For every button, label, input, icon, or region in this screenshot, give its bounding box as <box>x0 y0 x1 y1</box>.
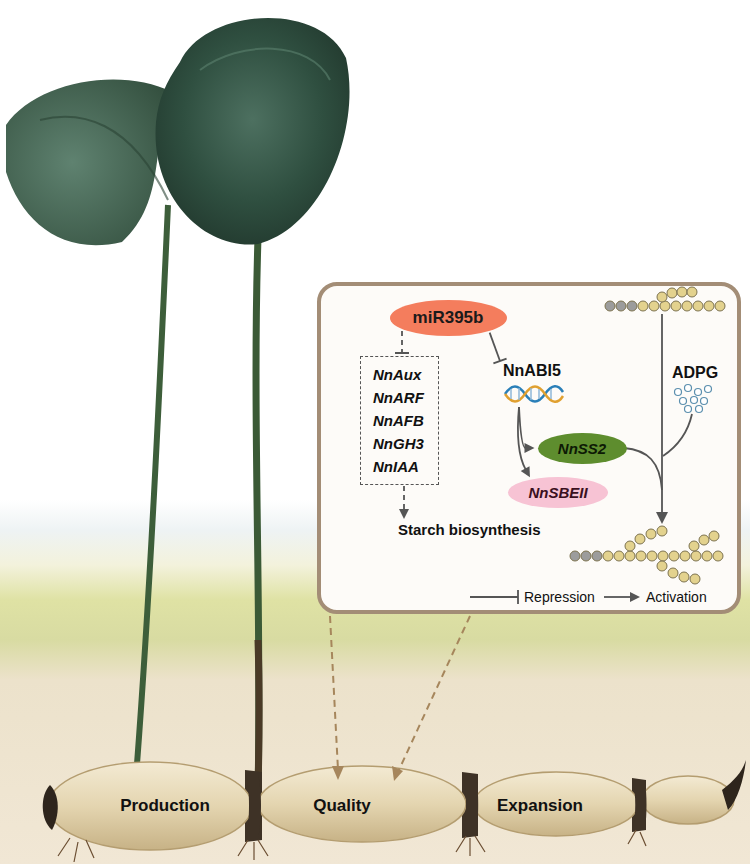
connector-line <box>490 333 500 361</box>
leaf-stem <box>135 205 168 790</box>
pathway-line <box>624 314 692 516</box>
connector <box>518 407 530 477</box>
legend-symbol <box>470 590 640 604</box>
connector-line <box>401 331 403 353</box>
process-label: Starch biosynthesis <box>398 521 543 538</box>
inset-panel <box>319 284 739 612</box>
node-text: NnARF <box>373 386 426 409</box>
leaf-vein <box>200 49 330 80</box>
node-text: NnSBEII <box>528 484 587 501</box>
pathway-arrowhead <box>656 512 668 524</box>
arrowhead <box>399 509 409 519</box>
leaf-vein <box>40 117 168 200</box>
dna-icon <box>505 386 563 402</box>
connector-line <box>519 407 526 448</box>
repression-symbol <box>470 590 518 604</box>
connector <box>519 407 535 453</box>
connector-line <box>518 407 526 469</box>
node-text: miR395b <box>413 308 484 328</box>
stage-label: Quality <box>313 796 371 816</box>
node-text: NnAFB <box>373 409 426 432</box>
roots <box>58 830 646 862</box>
gene-ellipse: NnSBEII <box>507 476 609 509</box>
activation-symbol <box>604 596 632 598</box>
node-text: NnSS2 <box>558 440 606 457</box>
leaf-stem <box>258 640 259 790</box>
connector-line <box>403 486 405 510</box>
gene-box: NnAuxNnARFNnAFBNnGH3NnIAA <box>360 356 439 485</box>
connector <box>399 486 409 519</box>
mirna-ellipse: miR395b <box>389 299 508 337</box>
adpg-molecules <box>675 385 712 413</box>
pointer-arrowhead <box>392 766 403 781</box>
connector <box>490 333 507 364</box>
glucan-chain <box>605 287 725 311</box>
node-text: NnGH3 <box>373 432 426 455</box>
lotus-leaf <box>6 79 172 245</box>
molecule-label: ADPG <box>672 364 718 382</box>
activation-arrowhead <box>630 592 640 602</box>
legend-text: Activation <box>646 589 707 605</box>
node-text: NnABI5 <box>503 362 563 380</box>
legend-text: Repression <box>524 589 595 605</box>
ellipse-fill <box>508 477 608 508</box>
arrowhead <box>521 466 530 477</box>
ellipse-fill <box>390 300 507 336</box>
ellipse-fill <box>538 433 627 464</box>
pointer-arrow <box>330 616 470 772</box>
node-text: NnAux <box>373 363 426 386</box>
node-text: Starch biosynthesis <box>398 521 543 538</box>
node-text: NnIAA <box>373 455 426 478</box>
gene-label: NnABI5 <box>503 362 563 380</box>
connector <box>395 331 409 353</box>
lotus-rhizome <box>43 760 746 850</box>
arrowhead <box>525 443 535 453</box>
leaf-stem <box>256 238 259 790</box>
lotus-leaf <box>156 18 350 245</box>
gene-ellipse: NnSS2 <box>537 432 628 465</box>
branched-starch <box>570 526 723 584</box>
stage-label: Production <box>120 796 210 816</box>
repression-bar <box>395 352 409 354</box>
stage-label: Expansion <box>497 796 583 816</box>
pointer-arrowhead <box>332 766 344 780</box>
